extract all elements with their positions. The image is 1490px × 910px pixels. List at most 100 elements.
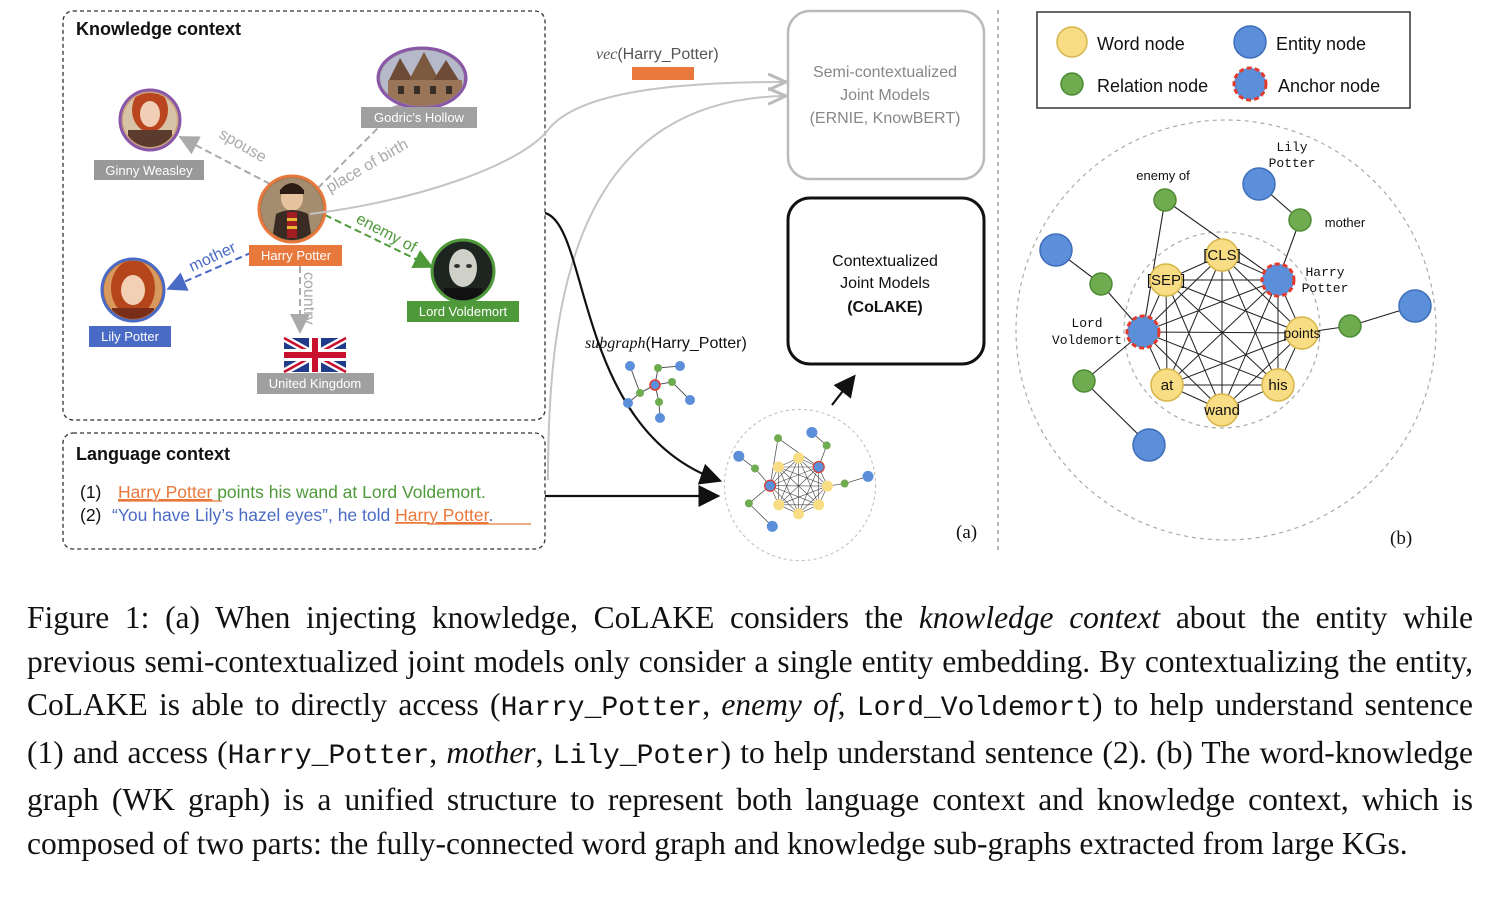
entity-embedding-bar [632, 67, 694, 80]
ctx-box-line-3: (CoLAKE) [847, 299, 923, 316]
lord-voldemort-label: Lord Voldemort [419, 304, 508, 319]
godrics-hollow-node: Godric's Hollow [361, 46, 477, 128]
place-of-birth-label: place of birth [324, 136, 412, 197]
ctx-box-line-2: Joint Models [840, 275, 930, 292]
thumb-word-edge [798, 466, 819, 514]
figure-diagram: Knowledge context spouse place of birth … [62, 9, 1437, 562]
subgraph-anchor-node [649, 379, 661, 391]
relation-node [1288, 208, 1312, 232]
sentence-2: (2) “You have Lily’s hazel eyes”, he tol… [80, 505, 493, 525]
relation-node [1089, 272, 1113, 296]
language-to-semi-arrow [547, 96, 784, 481]
subgraph-icon [623, 361, 695, 423]
panel-b-label: (b) [1390, 528, 1412, 549]
legend-anchor-label: Anchor node [1278, 76, 1380, 96]
knowledge-to-semi-arrow [309, 82, 784, 215]
thumb-word-edge [778, 466, 819, 506]
language-context-box [62, 432, 546, 550]
word-node-wand [1205, 393, 1239, 427]
thumb-word-node [813, 499, 825, 511]
thumb-word-node [773, 499, 785, 511]
knowledge-context-box [62, 10, 546, 421]
word-edge [1142, 331, 1279, 386]
mother-edge [166, 247, 263, 291]
label-enemy-of: enemy of [1136, 168, 1190, 183]
entity-node [1039, 233, 1073, 267]
word-edge [1142, 331, 1223, 411]
sentence-1: (1) Harry Potter points his wand at Lord… [80, 482, 486, 502]
thumb-relation-node [840, 479, 849, 488]
word-label-cls: [CLS] [1203, 247, 1241, 264]
word-node-sep [1149, 263, 1183, 297]
thumb-knowledge-edge [769, 438, 779, 486]
contextualized-box [786, 196, 986, 366]
knowledge-context-title: Knowledge context [76, 19, 241, 39]
subgraph-label: subgraph(Harry_Potter) [585, 335, 747, 352]
spouse-label: spouse [216, 126, 269, 167]
subgraph-entity-node [623, 398, 633, 408]
thumb-relation-node [774, 434, 783, 443]
thumb-anchor-node [812, 460, 825, 474]
word-edge [1165, 279, 1303, 334]
mother-label: mother [187, 239, 240, 276]
word-edge [1165, 279, 1168, 386]
semi-box-line-2: Joint Models [840, 87, 930, 104]
semi-contextualized-box [786, 9, 986, 181]
panel-a-label: (a) [956, 522, 977, 543]
thumb-word-edge [778, 485, 828, 506]
legend-relation-label: Relation node [1097, 76, 1208, 96]
lily-potter-node: Lily Potter [89, 257, 171, 347]
thumb-word-edge [778, 466, 828, 487]
sentence-2-entity: Harry Potter [395, 505, 489, 525]
thumb-word-node [793, 508, 805, 520]
thumb-relation-node [744, 499, 753, 508]
sentence-1-number: (1) [80, 482, 101, 502]
lily-potter-label: Lily Potter [101, 329, 159, 344]
thumb-word-edge [769, 457, 799, 486]
ginny-weasley-node: Ginny Weasley [94, 88, 204, 180]
united-kingdom-node: United Kingdom [257, 334, 374, 394]
word-edge [1142, 254, 1223, 333]
enemy-of-label: enemy of [353, 211, 420, 257]
language-context-title: Language context [76, 444, 230, 464]
legend-word-label: Word node [1097, 34, 1185, 54]
ginny-weasley-tag [94, 160, 204, 180]
word-node-at [1150, 368, 1184, 402]
knowledge-edge [1142, 199, 1166, 333]
word-node-his [1261, 368, 1295, 402]
word-edge [1221, 279, 1279, 411]
thumb-word-node [793, 452, 805, 464]
word-label-at: at [1161, 377, 1174, 394]
thumb-word-edge [798, 485, 828, 515]
relation-node [1153, 188, 1177, 212]
word-edge [1221, 254, 1279, 386]
lord-voldemort-tag [407, 301, 519, 322]
thumb-word-edge [778, 457, 799, 505]
thumb-word-edge [778, 466, 799, 514]
thumb-word-edge [769, 485, 799, 515]
vec-label: vec(Harry_Potter) [596, 46, 719, 63]
harry-potter-node: Harry Potter [249, 174, 342, 266]
word-edge [1165, 279, 1223, 411]
sentence-2-quote: “You have Lily’s hazel eyes”, he told [112, 505, 395, 525]
outer-boundary [1015, 119, 1437, 541]
figure-caption: Figure 1: (a) When injecting knowledge, … [27, 600, 1474, 861]
word-edge [1142, 279, 1279, 333]
legend-word-swatch [1056, 26, 1088, 58]
ctx-box-line-1: Contextualized [832, 253, 938, 270]
word-label-points: points [1283, 325, 1320, 341]
relation-node [1072, 369, 1096, 393]
legend-entity-label: Entity node [1276, 34, 1366, 54]
thumb-relation-node [751, 464, 759, 473]
spouse-edge [178, 136, 271, 185]
label-lily-2: Potter [1269, 156, 1316, 171]
legend-entity-swatch [1233, 25, 1267, 59]
subgraph-entity-node [685, 395, 695, 405]
united-kingdom-tag [257, 373, 374, 394]
label-lily-1: Lily [1276, 140, 1307, 155]
sentence-1-entity: Harry Potter [118, 482, 212, 502]
thumb-word-node [772, 461, 784, 473]
relation-node [1338, 314, 1362, 338]
